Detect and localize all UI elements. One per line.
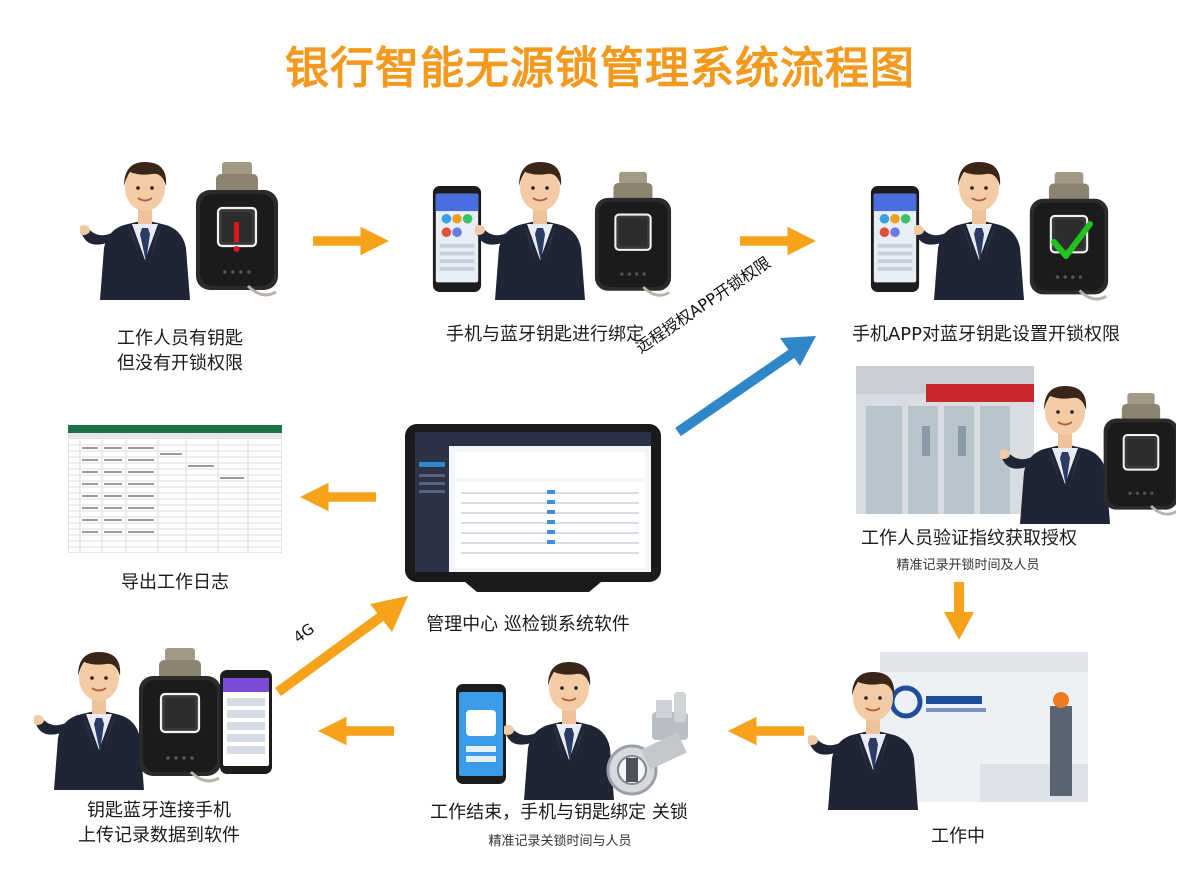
step2-illustration (430, 150, 680, 300)
step4-illustration (1000, 370, 1176, 528)
export-caption: 导出工作日志 (121, 572, 229, 593)
step6-illustration (456, 650, 710, 800)
step4-subcaption: 精准记录开锁时间及人员 (896, 558, 1040, 573)
step6-caption: 工作结束，手机与钥匙绑定 关锁 (430, 802, 688, 823)
step1-line2: 但没有开锁权限 (117, 353, 243, 374)
diagram-title: 银行智能无源锁管理系统流程图 (285, 43, 915, 94)
step4-caption: 工作人员验证指纹获取授权 (861, 528, 1077, 549)
network-arrow (270, 584, 420, 700)
center-caption: 管理中心 巡检锁系统软件 (426, 614, 630, 635)
step5-caption: 工作中 (931, 826, 985, 847)
export-log-spreadsheet (68, 425, 282, 553)
arrow-4-to-5 (944, 582, 974, 640)
arrow-5-to-6 (728, 716, 804, 746)
step4-bank-photo (856, 366, 1034, 514)
step6-subcaption: 精准记录关锁时间与人员 (488, 834, 632, 849)
step7-caption: 钥匙蓝牙连接手机 上传记录数据到软件 (48, 798, 270, 848)
step3-illustration (866, 150, 1116, 310)
step2-caption: 手机与蓝牙钥匙进行绑定 (446, 324, 644, 345)
step3-caption: 手机APP对蓝牙钥匙设置开锁权限 (851, 324, 1121, 345)
step7-line1: 钥匙蓝牙连接手机 (87, 800, 231, 821)
step1-illustration (80, 150, 290, 300)
step1-line1: 工作人员有钥匙 (117, 328, 243, 349)
management-monitor (405, 424, 661, 594)
arrow-center-to-export (300, 482, 376, 512)
arrow-1-to-2 (313, 226, 389, 256)
step1-caption: 工作人员有钥匙 但没有开锁权限 (80, 326, 280, 376)
remote-auth-arrow (660, 300, 830, 450)
step5-illustration (808, 660, 938, 810)
step7-illustration (34, 640, 278, 790)
step7-line2: 上传记录数据到软件 (78, 825, 240, 846)
arrow-6-to-7 (318, 716, 394, 746)
